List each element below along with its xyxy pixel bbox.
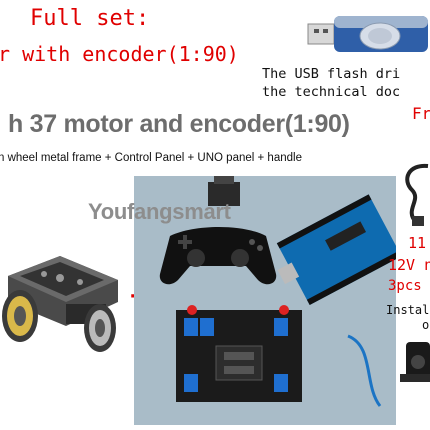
usb-flash-drive-image bbox=[307, 16, 428, 52]
motor-encoder-title: r with encoder(1:90) bbox=[0, 42, 239, 66]
right-text-12v: 12V n bbox=[388, 256, 430, 274]
right-text-11: 11 bbox=[408, 234, 427, 252]
components-illustration bbox=[159, 176, 402, 407]
usb-line-1: The USB flash dri bbox=[262, 66, 401, 82]
full-set-title: Full set: bbox=[30, 6, 150, 31]
components-panel bbox=[134, 176, 402, 425]
brand-watermark: Youfangsmart bbox=[88, 199, 231, 224]
right-heading-fragment: Fr bbox=[412, 104, 430, 123]
product-subline: n wheel metal frame + Control Panel + UN… bbox=[0, 152, 302, 164]
right-text-instal: Instal bbox=[386, 303, 430, 317]
product-heading: h 37 motor and encoder(1:90) bbox=[8, 110, 350, 138]
motor-bracket-image bbox=[400, 342, 430, 382]
right-text-o: o bbox=[422, 318, 430, 332]
usb-description: The USB flash dri the technical doc bbox=[262, 65, 400, 101]
right-text-3pcs: 3pcs bbox=[388, 278, 422, 294]
mecanum-car-image bbox=[2, 256, 118, 352]
usb-line-2: the technical doc bbox=[262, 84, 401, 100]
usb-cable-image bbox=[405, 163, 429, 226]
